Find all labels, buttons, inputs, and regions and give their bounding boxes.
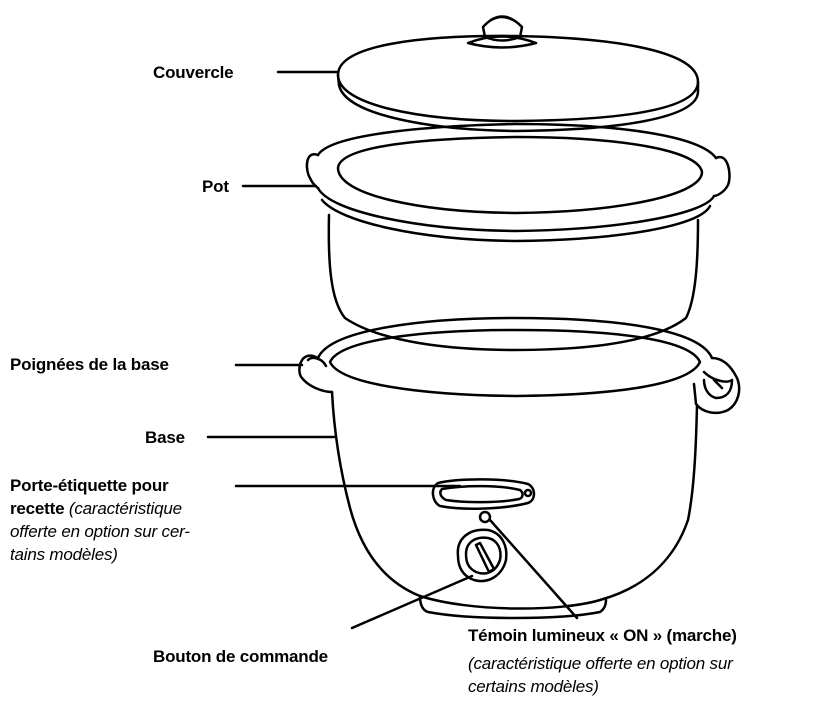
leader-temoin [488,518,579,620]
label-pot: Pot [202,177,229,196]
pot-right-handle [712,155,731,198]
pot-drawing [305,122,731,352]
temoin-title: Témoin lumineux « ON » (marche) [468,626,737,645]
label-base: Base [145,428,185,447]
lid-drawing [336,15,700,133]
lid-top [336,34,700,123]
label-bouton: Bouton de commande [153,647,328,666]
leader-bouton [350,574,474,630]
label-couvercle: Couvercle [153,63,234,82]
label-temoin: Témoin lumineux « ON » (marche) (caracté… [468,624,818,698]
porte-etiquette-note-2: offerte en option sur cer- [10,522,190,541]
pot-body [327,213,700,352]
temoin-note-1: (caractéristique offerte en option sur [468,654,733,673]
base-foot [418,594,608,620]
porte-etiquette-note-1: (caractéristique [64,499,182,518]
label-porte-etiquette: Porte-étiquette pour recette (caractéris… [10,474,250,566]
base-drawing [298,316,741,620]
control-knob [456,528,508,583]
recipe-holder [431,478,536,510]
pot-inner-rim [336,135,704,215]
power-light [478,510,492,524]
porte-etiquette-title-1: Porte-étiquette pour [10,476,169,495]
pot-rim [316,122,718,160]
base-rim [316,316,714,360]
temoin-note-2: certains modèles) [468,677,599,696]
porte-etiquette-note-3: tains modèles) [10,545,118,564]
porte-etiquette-title-2: recette [10,499,65,518]
label-poignees: Poignées de la base [10,355,169,374]
base-right-handle [692,356,741,415]
base-body [330,390,699,610]
lid-rim [336,73,700,133]
pot-left-handle [305,152,320,190]
leader-lines [206,70,579,630]
base-left-handle [298,354,334,394]
